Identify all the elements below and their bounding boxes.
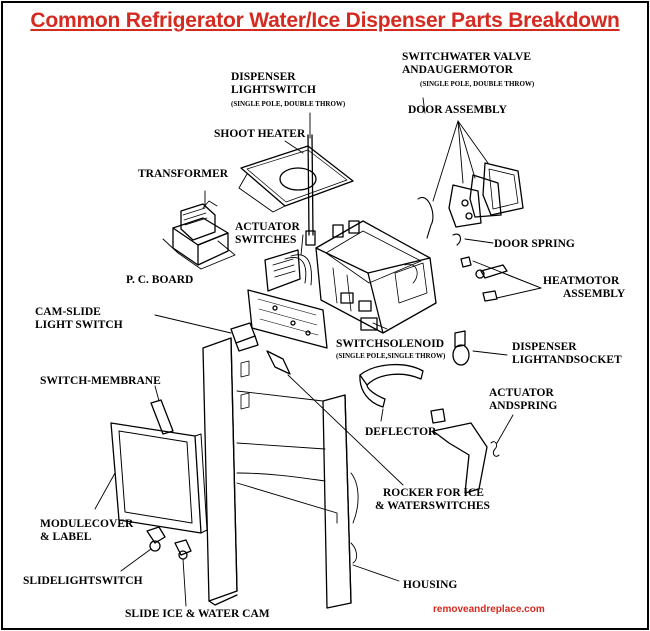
heat-motor-part <box>460 256 508 302</box>
housing-part <box>202 337 359 609</box>
main-module-part <box>315 220 437 334</box>
label-line: & WATERSWITCHES <box>375 500 490 512</box>
label-actuator-switches: ACTUATOR SWITCHES <box>235 221 300 247</box>
label-shoot-heater: SHOOT HEATER <box>214 128 306 140</box>
label-door-spring: DOOR SPRING <box>494 238 575 250</box>
label-line: ACTUATOR <box>235 221 300 233</box>
switch-solenoid-part <box>360 317 378 331</box>
label-switch-water-valve-sub: (SINGLE POLE, DOUBLE THROW) <box>420 80 535 88</box>
transformer-part <box>162 200 236 270</box>
label-line: SWITCHES <box>235 234 297 246</box>
label-actuator-spring: ACTUATOR ANDSPRING <box>489 387 557 413</box>
slide-light-switch-part <box>146 526 166 552</box>
label-line: LIGHTANDSOCKET <box>512 354 622 366</box>
label-line: CAM-SLIDE <box>35 306 101 318</box>
module-cover-part <box>110 422 208 534</box>
label-switch-membrane: SWITCH-MEMBRANE <box>40 375 161 387</box>
label-line: ANDSPRING <box>489 400 558 412</box>
label-heat-motor-assembly: HEATMOTOR ASSEMBLY <box>543 275 625 301</box>
watermark: removeandreplace.com <box>433 604 545 615</box>
label-dispenser-light-socket: DISPENSER LIGHTANDSOCKET <box>512 341 622 367</box>
pc-board-part <box>247 289 328 349</box>
label-dispenser-light-switch-sub: (SINGLE POLE, DOUBLE THROW) <box>231 100 346 108</box>
label-dispenser-light-switch: DISPENSER LIGHTSWITCH <box>231 71 316 97</box>
label-housing: HOUSING <box>403 579 458 591</box>
label-line: ASSEMBLY <box>563 288 626 300</box>
door-assembly-part <box>417 162 524 246</box>
leader-lines <box>94 97 542 607</box>
label-line: & LABEL <box>40 531 92 543</box>
label-line: LIGHT SWITCH <box>35 319 123 331</box>
label-line: DISPENSER <box>231 71 296 83</box>
rocker-part <box>266 350 291 375</box>
actuator-switches-part <box>264 249 312 292</box>
label-cam-slide-light-switch: CAM-SLIDE LIGHT SWITCH <box>35 306 123 332</box>
label-line: LIGHTSWITCH <box>231 84 316 96</box>
label-line: ROCKER FOR ICE <box>383 487 484 499</box>
label-line: HEATMOTOR <box>543 275 620 287</box>
deflector-part <box>359 363 424 408</box>
dispenser-light-switch-part <box>305 134 316 246</box>
label-switch-water-valve: SWITCHWATER VALVE ANDAUGERMOTOR <box>402 51 531 77</box>
label-line: SWITCHWATER VALVE <box>402 51 531 63</box>
label-module-cover: MODULECOVER & LABEL <box>40 518 133 544</box>
label-line: ANDAUGERMOTOR <box>402 64 513 76</box>
slide-ice-water-cam-part <box>174 539 192 560</box>
actuator-spring-part <box>430 408 500 494</box>
dispenser-light-part <box>452 330 470 366</box>
page-title: Common Refrigerator Water/Ice Dispenser … <box>30 9 620 32</box>
label-pc-board: P. C. BOARD <box>126 274 194 286</box>
label-line: ACTUATOR <box>489 387 554 399</box>
label-switch-solenoid-sub: (SINGLE POLE,SINGLE THROW) <box>336 352 446 360</box>
exploded-parts-drawing <box>94 97 542 609</box>
label-rocker: ROCKER FOR ICE & WATERSWITCHES <box>375 487 490 513</box>
label-switch-solenoid: SWITCHSOLENOID <box>336 338 445 350</box>
switch-membrane-part <box>150 399 174 435</box>
label-line: MODULECOVER <box>40 518 134 530</box>
label-slide-light-switch: SLIDELIGHTSWITCH <box>23 575 143 587</box>
label-line: DISPENSER <box>512 341 577 353</box>
label-slide-ice-water-cam: SLIDE ICE & WATER CAM <box>125 608 270 620</box>
label-door-assembly: DOOR ASSEMBLY <box>408 104 507 116</box>
label-transformer: TRANSFORMER <box>138 168 229 180</box>
shoot-heater-part <box>238 145 354 213</box>
cam-slide-part <box>230 322 259 352</box>
label-deflector: DEFLECTOR <box>365 426 437 438</box>
